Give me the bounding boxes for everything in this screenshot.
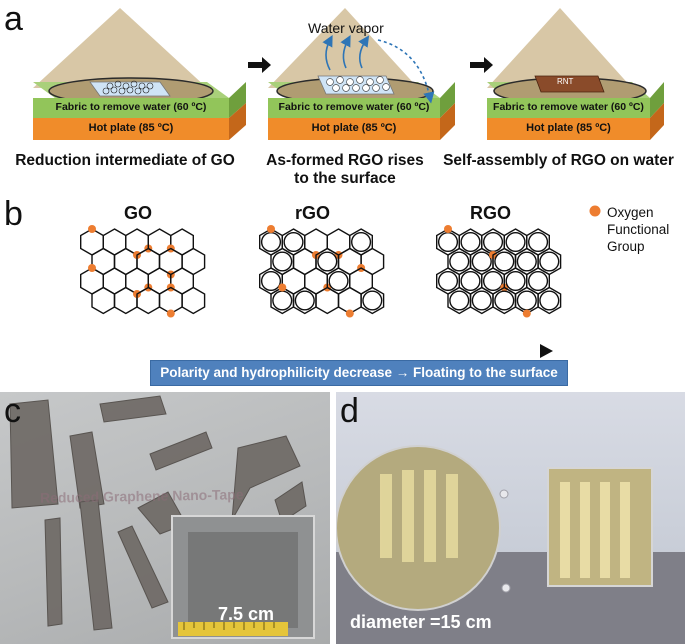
aromatic-ring xyxy=(260,231,282,253)
aromatic-ring xyxy=(283,231,304,253)
rnt-sheet xyxy=(534,75,605,93)
tape-strips xyxy=(9,395,315,639)
pyramid-cover xyxy=(33,8,207,88)
oxygen-group-dot xyxy=(345,309,354,318)
wafer-photo-shapes xyxy=(336,445,685,644)
aromatic-ring xyxy=(328,270,349,292)
hotplate-front xyxy=(33,118,229,140)
oxygen-group-dot xyxy=(88,225,96,233)
wafer-diameter-label: diameter =15 cm xyxy=(350,612,492,632)
aromatic-ring xyxy=(516,290,537,311)
pyramid-cover xyxy=(268,8,418,88)
hotplate-label-1: Hot plate (85 ºC) xyxy=(88,122,174,134)
aromatic-ring xyxy=(482,231,504,253)
panel-c-photo: Reduced Graphene Nano-Tape c 7.5 cm xyxy=(0,392,330,644)
water-vapor-label: Water vapor xyxy=(308,20,384,36)
panel-a-letter: a xyxy=(4,0,23,38)
tape-length-label: 7.5 cm xyxy=(218,604,275,624)
process-arrow-2 xyxy=(470,57,493,73)
stage-2-setup xyxy=(268,8,455,140)
aromatic-ring xyxy=(516,251,537,272)
rgo-lattice xyxy=(436,225,562,318)
hotplate-label-3: Hot plate (85 ºC) xyxy=(526,122,611,134)
aromatic-ring xyxy=(505,231,526,253)
aromatic-ring xyxy=(494,290,515,311)
pyramid-cover xyxy=(487,8,632,88)
fabric-front xyxy=(33,98,229,118)
oxygen-legend-label: Oxygen Functional Group xyxy=(607,205,670,254)
fabric-label-1: Fabric to remove water (60 ºC) xyxy=(55,101,207,113)
oxygen-group-dot xyxy=(166,309,175,318)
vapor-arrows xyxy=(322,35,435,104)
aromatic-ring xyxy=(272,290,293,311)
fabric-label-3: Fabric to remove water (60 ºC) xyxy=(493,101,644,113)
oxygen-group-dot xyxy=(267,225,275,233)
hotplate-front xyxy=(268,118,440,140)
hexagon-cell xyxy=(113,286,138,315)
aromatic-ring xyxy=(471,290,492,311)
aromatic-ring xyxy=(471,251,492,272)
hexagon-cell xyxy=(537,286,562,315)
aromatic-ring xyxy=(449,251,470,272)
polarity-banner: Polarity and hydrophilicity decrease → F… xyxy=(150,360,568,386)
aromatic-ring xyxy=(482,270,504,292)
aromatic-ring xyxy=(260,270,282,292)
aromatic-ring xyxy=(272,251,293,272)
go-flakes xyxy=(102,80,154,95)
round-wafer xyxy=(336,445,501,611)
aromatic-ring xyxy=(528,231,549,253)
oxygen-group-dot xyxy=(278,283,287,292)
rgo-lower-title: rGO xyxy=(295,203,331,223)
fabric-front xyxy=(487,98,650,118)
stage-1-caption: Reduction intermediate of GO xyxy=(15,152,235,169)
panel-b-letter: b xyxy=(4,195,23,233)
oxygen-legend-dot xyxy=(589,205,601,217)
aromatic-ring xyxy=(437,231,459,253)
aromatic-ring xyxy=(351,231,372,253)
fabric-label-2: Fabric to remove water (60 ºC) xyxy=(278,101,430,113)
aromatic-ring xyxy=(317,251,338,272)
aromatic-ring xyxy=(362,290,383,311)
rgo-lower-lattice xyxy=(259,225,385,318)
stage-1-setup xyxy=(33,8,246,140)
oxygen-group-dot xyxy=(522,309,531,318)
aromatic-ring xyxy=(505,270,526,292)
sample-plate xyxy=(89,81,171,97)
rgo-flakes xyxy=(326,76,390,92)
panel-d-photo: d diameter =15 cm xyxy=(336,392,685,644)
hexagon-cell xyxy=(360,286,385,315)
go-lattice xyxy=(80,225,206,318)
hexagon-lattices xyxy=(80,205,601,358)
aromatic-ring xyxy=(528,270,549,292)
fabric-front xyxy=(268,98,440,118)
aromatic-ring xyxy=(449,290,470,311)
trend-arrowhead xyxy=(540,344,553,358)
aromatic-ring xyxy=(539,290,560,311)
rgo-title: RGO xyxy=(470,203,512,223)
hotplate-label-2: Hot plate (85 ºC) xyxy=(311,122,397,134)
hexagon-cell xyxy=(91,286,116,315)
stage-3-setup xyxy=(487,8,664,140)
panel-c-letter: c xyxy=(4,392,21,430)
panel-d-letter: d xyxy=(340,392,359,430)
hexagon-cell xyxy=(181,286,206,315)
aromatic-ring xyxy=(460,270,481,292)
process-arrow-1 xyxy=(248,57,271,73)
oxygen-group-dot xyxy=(444,225,452,233)
aromatic-ring xyxy=(460,231,481,253)
aromatic-ring xyxy=(494,251,515,272)
stage-3-caption: Self-assembly of RGO on water xyxy=(443,152,674,169)
aromatic-ring xyxy=(437,270,459,292)
aromatic-ring xyxy=(539,251,560,272)
panel-a-illustration xyxy=(33,8,664,140)
oxygen-group-dot xyxy=(88,264,96,272)
hotplate-front xyxy=(487,118,650,140)
go-title: GO xyxy=(124,203,153,223)
rnt-label: RNT xyxy=(557,77,574,86)
aromatic-ring xyxy=(294,290,315,311)
stage-2-caption: As-formed RGO rises to the surface xyxy=(266,152,424,187)
